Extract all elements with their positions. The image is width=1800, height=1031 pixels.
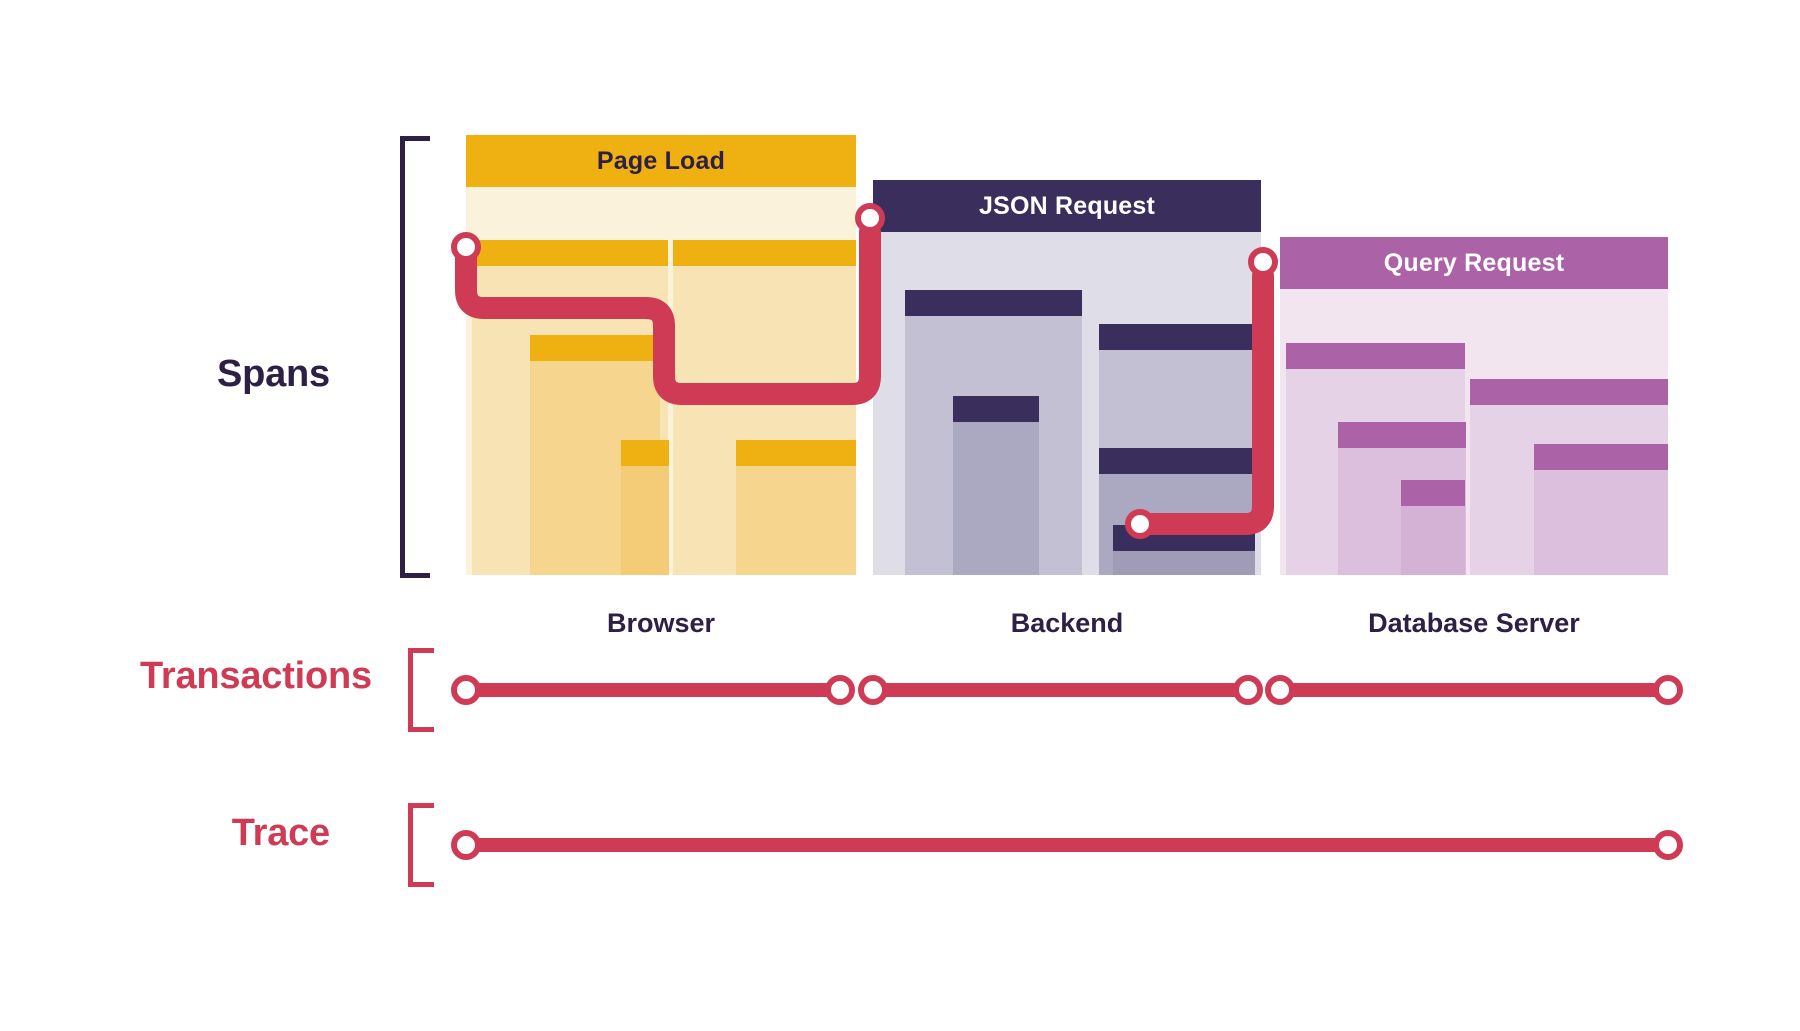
row-label-transactions: Transactions bbox=[139, 655, 372, 697]
row-label-spans: Spans bbox=[216, 353, 330, 395]
service-column-backend: JSON Request bbox=[873, 180, 1261, 575]
browser-transaction-node-start bbox=[451, 675, 481, 705]
span-cap bbox=[1099, 448, 1255, 474]
browser-transaction-node-end bbox=[825, 675, 855, 705]
link-node-backend-start bbox=[855, 203, 885, 233]
bracket-transactions bbox=[408, 648, 434, 732]
full-trace-bar bbox=[466, 838, 1668, 852]
service-caption-backend: Backend bbox=[1010, 608, 1124, 638]
span-cap bbox=[1286, 343, 1465, 369]
service-header-backend: JSON Request bbox=[873, 180, 1261, 232]
span-database-span-b-1 bbox=[1534, 444, 1668, 575]
span-cap bbox=[1338, 422, 1466, 448]
backend-transaction-bar bbox=[873, 683, 1248, 697]
span-cap bbox=[1099, 324, 1255, 350]
service-header-database: Query Request bbox=[1280, 237, 1668, 289]
span-browser-span-b-1 bbox=[736, 440, 856, 575]
span-cap bbox=[530, 335, 660, 361]
service-column-browser: Page Load bbox=[466, 135, 856, 575]
span-cap bbox=[905, 290, 1082, 316]
database-transaction-node-end bbox=[1653, 675, 1683, 705]
span-cap bbox=[1401, 480, 1465, 506]
link-node-database-start bbox=[1248, 247, 1278, 277]
span-cap bbox=[1534, 444, 1668, 470]
span-cap bbox=[472, 240, 668, 266]
database-transaction-bar bbox=[1280, 683, 1668, 697]
bracket-trace bbox=[408, 803, 434, 887]
service-caption-browser: Browser bbox=[606, 608, 716, 638]
span-browser-span-a-1-1 bbox=[621, 440, 669, 575]
full-trace-node-end bbox=[1653, 830, 1683, 860]
service-header-browser: Page Load bbox=[466, 135, 856, 187]
full-trace-node-start bbox=[451, 830, 481, 860]
backend-transaction-node-end bbox=[1233, 675, 1263, 705]
span-cap bbox=[673, 240, 856, 266]
link-node-browser-start bbox=[451, 232, 481, 262]
row-label-trace: Trace bbox=[231, 812, 331, 854]
link-node-backend-end bbox=[1125, 509, 1155, 539]
span-database-span-a-1-1 bbox=[1401, 480, 1465, 575]
browser-transaction-bar bbox=[466, 683, 840, 697]
span-cap bbox=[621, 440, 669, 466]
span-cap bbox=[1470, 379, 1668, 405]
service-caption-database: Database Server bbox=[1368, 608, 1580, 638]
service-column-database: Query Request bbox=[1280, 237, 1668, 575]
database-transaction-node-start bbox=[1265, 675, 1295, 705]
span-cap bbox=[953, 396, 1039, 422]
backend-transaction-node-start bbox=[858, 675, 888, 705]
bracket-spans bbox=[400, 136, 430, 578]
span-backend-span-a-1 bbox=[953, 396, 1039, 575]
span-cap bbox=[736, 440, 856, 466]
